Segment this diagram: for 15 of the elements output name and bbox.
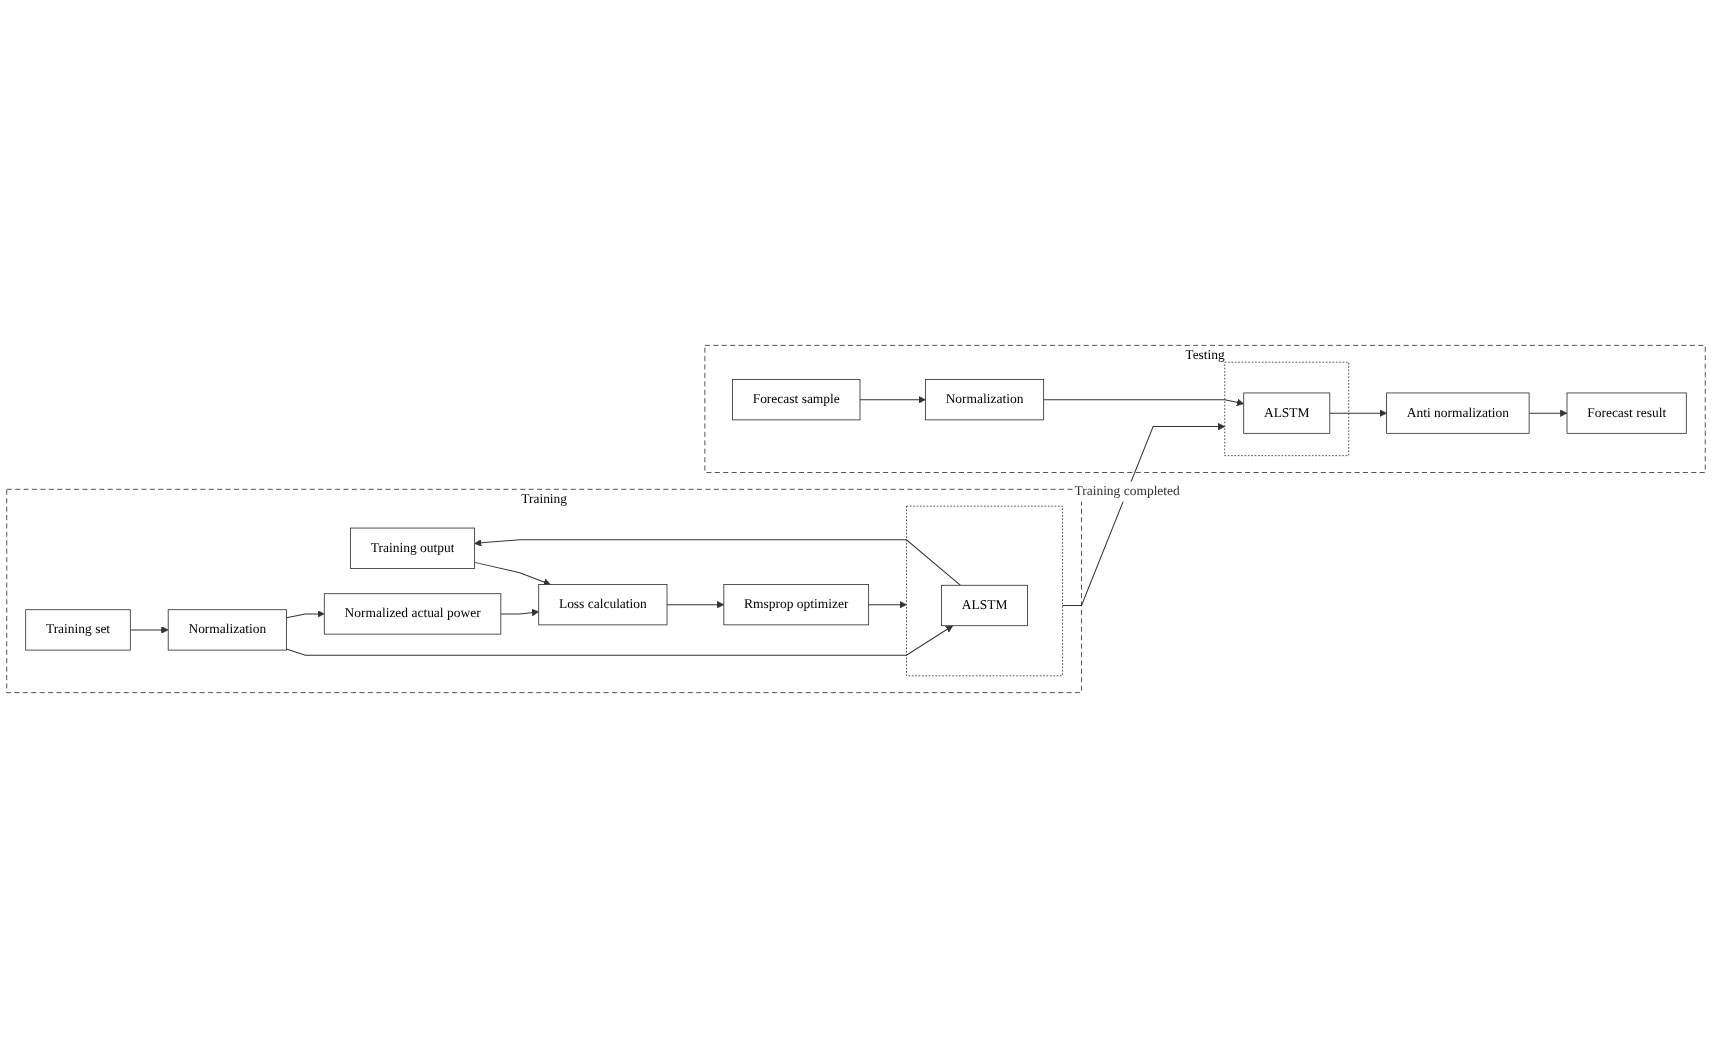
arrow xyxy=(859,395,926,404)
arrow xyxy=(285,625,954,656)
arrow xyxy=(129,626,169,634)
cluster xyxy=(1224,361,1350,457)
arrow xyxy=(1043,398,1245,406)
arrow xyxy=(474,539,962,586)
arrow xyxy=(666,600,725,609)
arrow xyxy=(1062,422,1226,606)
cluster xyxy=(906,505,1063,677)
arrow xyxy=(868,600,907,609)
arrow xyxy=(474,561,551,586)
arrow xyxy=(1329,409,1387,417)
arrow xyxy=(500,608,540,617)
arrow xyxy=(285,610,325,619)
arrow xyxy=(1528,409,1568,417)
